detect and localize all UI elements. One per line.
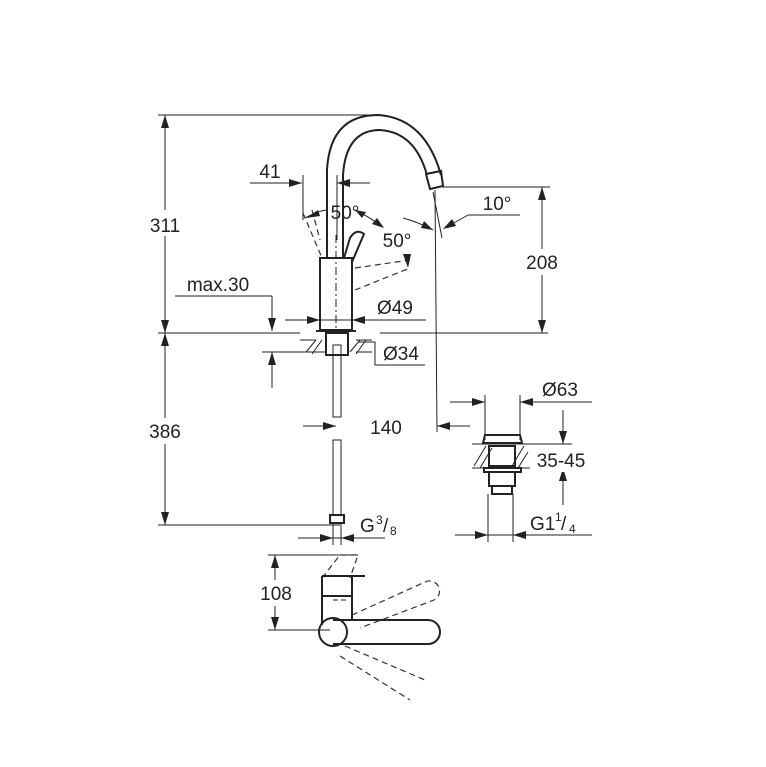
dim-g38: G 3 / 8: [298, 513, 397, 542]
dim-g114-label: G1: [530, 514, 555, 535]
dim-max30: max.30: [175, 275, 325, 388]
dim-g114-num: 1: [555, 510, 562, 524]
dim-34-label: Ø34: [383, 344, 419, 365]
dim-g114-den: 4: [569, 522, 576, 536]
dim-208: 208: [442, 186, 566, 333]
dim-g38-num: 3: [376, 513, 383, 527]
dim-41: 41: [250, 162, 370, 240]
dim-g38-slash: /: [383, 516, 389, 537]
dim-angles: 50° 50° 10°: [304, 194, 520, 268]
faucet-plan-view: 108: [252, 554, 441, 701]
dim-311-label: 311: [150, 216, 180, 237]
dim-g38-label: G: [360, 516, 375, 537]
height-dimensions: 311 386: [140, 114, 548, 526]
dim-63-label: Ø63: [542, 380, 578, 401]
dim-208-label: 208: [526, 253, 558, 274]
dim-angle-left-label: 50°: [331, 203, 360, 224]
faucet-side-view: [300, 113, 445, 545]
dim-35-45-label: 35-45: [537, 451, 586, 472]
dim-diameters: Ø49 Ø34: [285, 298, 426, 366]
dim-49-label: Ø49: [377, 298, 413, 319]
dim-140-label: 140: [370, 418, 402, 439]
dim-10-label: 10°: [483, 194, 512, 215]
dim-g38-den: 8: [390, 524, 397, 538]
dim-max30-label: max.30: [187, 275, 249, 296]
dim-108-label: 108: [260, 584, 292, 605]
waste-valve: Ø63 35-45 G1 1 / 4: [450, 380, 592, 542]
dim-g114-slash: /: [561, 514, 567, 535]
dim-386-label: 386: [149, 422, 181, 443]
dim-140: 140: [303, 418, 470, 439]
dim-41-label: 41: [259, 162, 280, 183]
dim-angle-right-label: 50°: [383, 231, 412, 252]
